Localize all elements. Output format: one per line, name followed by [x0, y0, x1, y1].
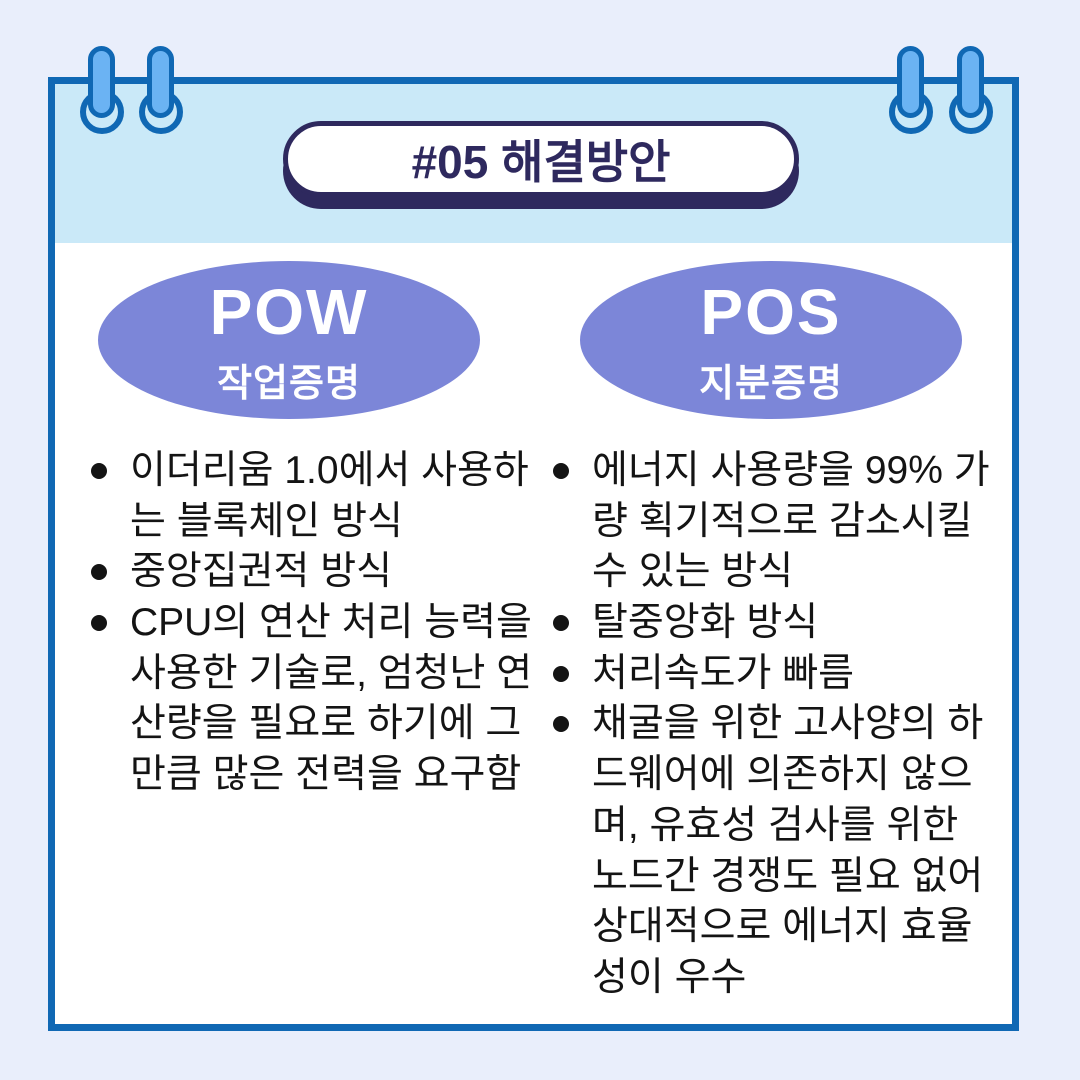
bullet-dot-icon	[553, 716, 569, 733]
list-item: 에너지 사용량을 99% 가량 획기적으로 감소시킬 수 있는 방식	[546, 446, 998, 598]
list-item: 채굴을 위한 고사양의 하드웨어에 의존하지 않으며, 유효성 검사를 위한 노…	[546, 699, 998, 1003]
list-item: CPU의 연산 처리 능력을 사용한 기술로, 엄청난 연산량을 필요로 하기에…	[84, 598, 536, 801]
pow-oval-badge: POW 작업증명	[98, 261, 480, 419]
bullet-dot-icon	[553, 463, 569, 479]
bullet-dot-icon	[553, 665, 569, 682]
bullet-dot-icon	[91, 564, 107, 581]
list-item-text: 처리속도가 빠름	[592, 651, 854, 695]
list-item: 탈중앙화 방식	[546, 598, 998, 649]
pos-subtitle: 지분증명	[699, 362, 843, 405]
binder-ring-pin-icon	[88, 46, 115, 118]
list-item: 중앙집권적 방식	[84, 547, 536, 598]
pow-title: POW	[209, 275, 369, 348]
list-item: 처리속도가 빠름	[546, 649, 998, 700]
pow-bullet-list: 이더리움 1.0에서 사용하는 블록체인 방식 중앙집권적 방식 CPU의 연산…	[84, 446, 536, 801]
title-badge: #05 해결방안	[283, 121, 799, 197]
bullet-dot-icon	[91, 463, 107, 479]
pos-oval-badge: POS 지분증명	[580, 261, 962, 419]
list-item-text: 채굴을 위한 고사양의 하드웨어에 의존하지 않으며, 유효성 검사를 위한 노…	[592, 702, 984, 999]
list-item-text: 에너지 사용량을 99% 가량 획기적으로 감소시킬 수 있는 방식	[592, 449, 990, 594]
list-item-text: CPU의 연산 처리 능력을 사용한 기술로, 엄청난 연산량을 필요로 하기에…	[130, 601, 533, 797]
list-item: 이더리움 1.0에서 사용하는 블록체인 방식	[84, 446, 536, 547]
list-item-text: 이더리움 1.0에서 사용하는 블록체인 방식	[130, 449, 529, 543]
pos-title: POS	[700, 275, 842, 348]
binder-ring-pin-icon	[897, 46, 924, 118]
list-item-text: 탈중앙화 방식	[592, 601, 819, 645]
binder-ring-pin-icon	[147, 46, 174, 118]
binder-ring-pin-icon	[957, 46, 984, 118]
list-item-text: 중앙집권적 방식	[130, 550, 392, 594]
pos-bullet-list: 에너지 사용량을 99% 가량 획기적으로 감소시킬 수 있는 방식 탈중앙화 …	[546, 446, 998, 1004]
bullet-dot-icon	[91, 615, 107, 632]
bullet-dot-icon	[553, 615, 569, 632]
pow-subtitle: 작업증명	[217, 362, 361, 405]
page-title: #05 해결방안	[411, 136, 671, 188]
